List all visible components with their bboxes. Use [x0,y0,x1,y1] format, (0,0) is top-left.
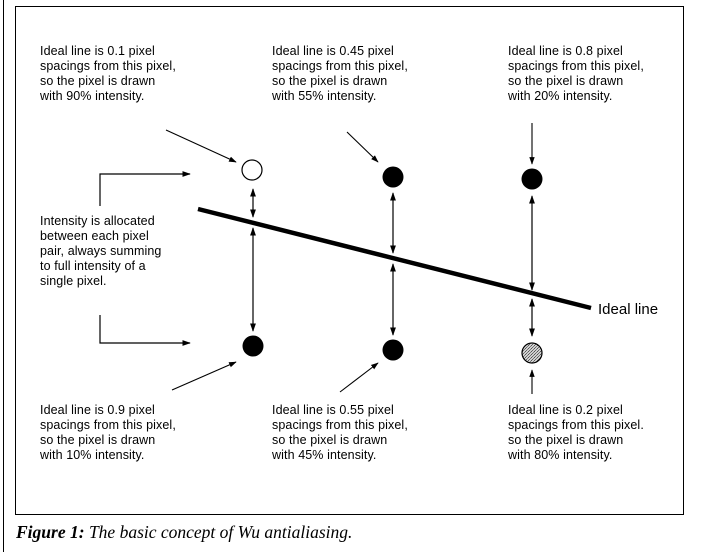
pointer-arrow-col1-top [165,129,237,163]
allocation-bracket-bottom [99,315,191,346]
pointer-arrow-col2-top [346,131,379,163]
caption-label: Figure 1: [16,522,85,542]
pixel-col3-top [521,168,543,190]
allocation-note: Intensity is allocated between each pixe… [40,214,162,288]
caption-text: The basic concept of Wu antialiasing. [84,522,353,542]
annotation-col3-bottom: Ideal line is 0.2 pixel spacings from th… [508,403,644,462]
annotation-col1-bottom: Ideal line is 0.9 pixel spacings from th… [40,403,176,462]
pixel-col1-bottom [242,335,264,357]
annotation-col2-bottom: Ideal line is 0.55 pixel spacings from t… [272,403,408,462]
annotation-col1-top: Ideal line is 0.1 pixel spacings from th… [40,44,176,103]
pointer-arrow-col1-bottom [171,361,237,391]
annotation-col2-top: Ideal line is 0.45 pixel spacings from t… [272,44,408,103]
page-margin-rule [3,0,4,552]
pixel-col3-bottom [521,342,543,364]
ideal-line-label: Ideal line [598,301,659,318]
allocation-bracket-top [99,171,191,206]
pixel-col1-top [241,159,263,181]
pointer-arrow-col2-bottom [339,362,379,393]
pixel-col2-top [382,166,404,188]
ideal-line [197,206,592,311]
pixel-col2-bottom [382,339,404,361]
figure-caption: Figure 1: The basic concept of Wu antial… [16,521,352,543]
annotation-col3-top: Ideal line is 0.8 pixel spacings from th… [508,44,644,103]
figure-frame [15,6,684,515]
